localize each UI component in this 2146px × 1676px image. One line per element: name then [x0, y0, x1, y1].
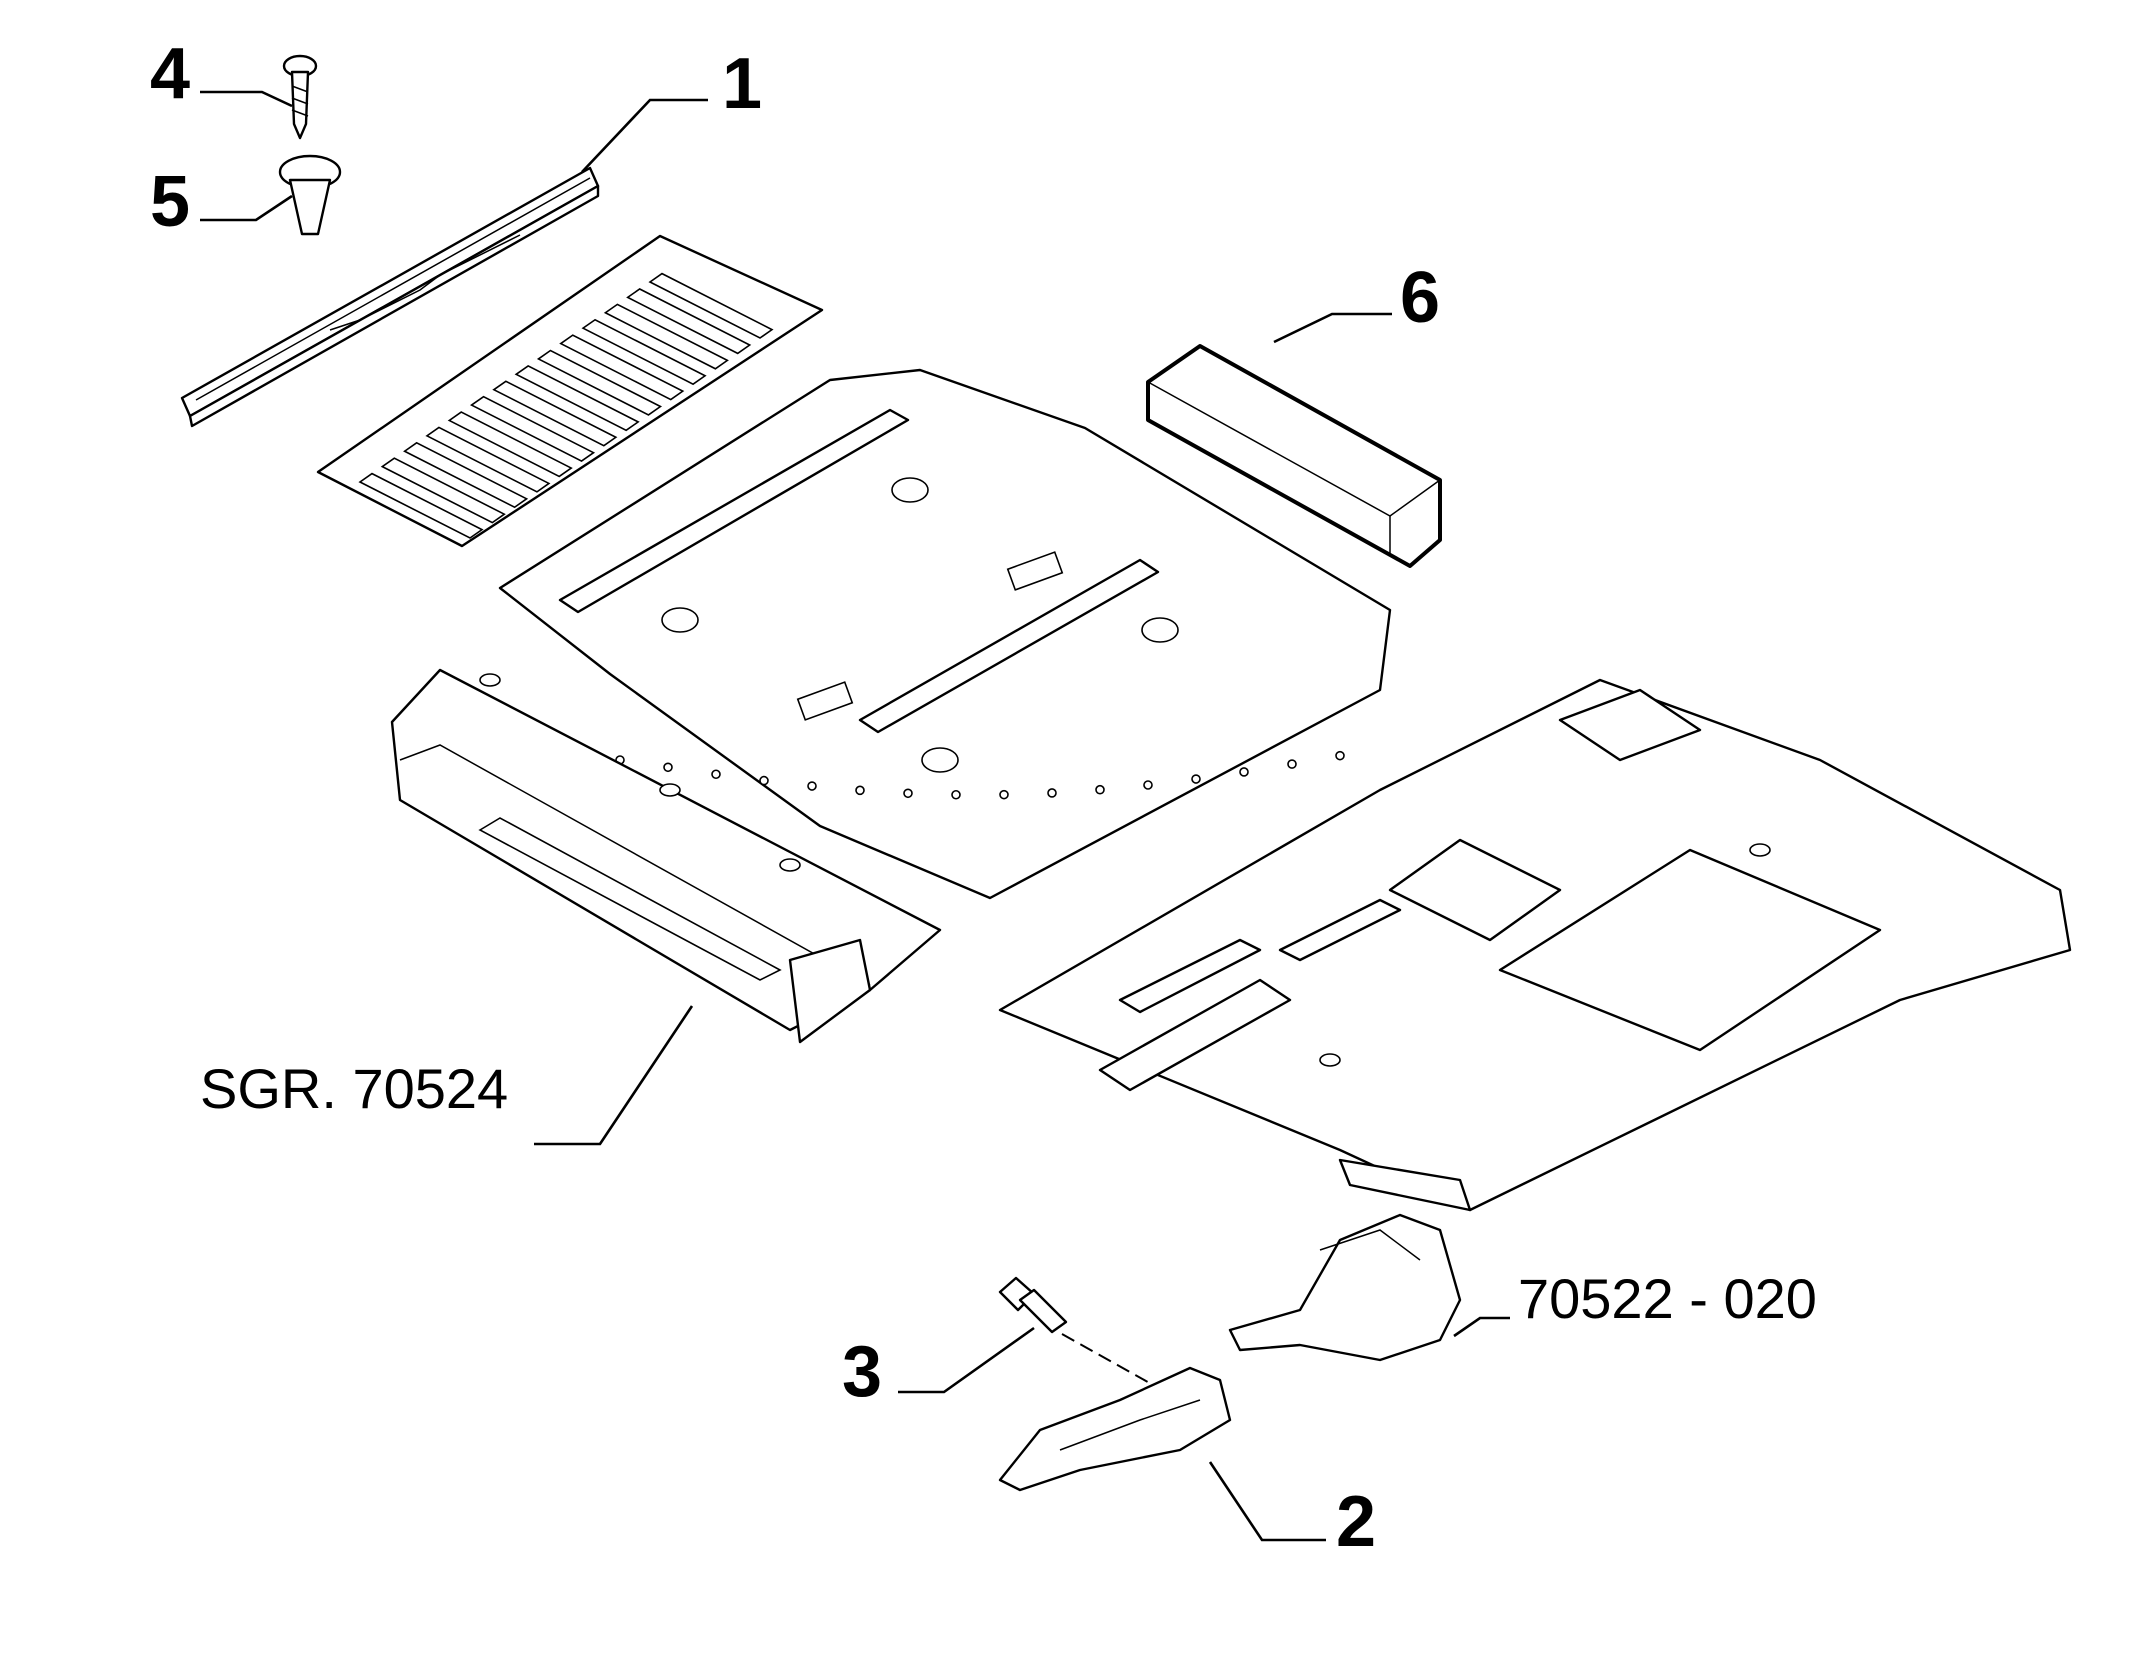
leader-part-4 [200, 90, 293, 108]
fastening-dot [1143, 780, 1153, 790]
leader-part-3 [898, 1326, 1035, 1394]
panel-rib [380, 457, 506, 524]
part-number-1: 1 [722, 44, 762, 124]
panel-rib [536, 349, 663, 416]
leader-part-2 [1208, 1461, 1326, 1542]
trim-strip-part [180, 166, 600, 428]
part-number-4: 4 [150, 34, 190, 114]
lower-box-section [390, 668, 942, 1044]
panel-rib [581, 318, 707, 386]
leader-ref-group [534, 1005, 694, 1146]
fastening-dot [1287, 759, 1297, 769]
reference-catalog-label: 70522 - 020 [1518, 1267, 1817, 1330]
fastening-dot [999, 789, 1009, 800]
leader-part-5 [200, 194, 293, 222]
panel-rib [492, 380, 618, 447]
push-clip-part [278, 154, 342, 236]
foam-block-part [1146, 344, 1442, 568]
panel-rib [559, 334, 685, 401]
panel-rib [603, 303, 729, 370]
leader-part-6 [1273, 312, 1392, 344]
panel-rib [626, 288, 752, 355]
fastening-dot [1335, 750, 1345, 761]
screw-part [282, 54, 318, 140]
fastening-dot [903, 788, 913, 799]
panel-rib [447, 411, 573, 478]
bolt-part [998, 1276, 1068, 1334]
fastening-dot [1047, 788, 1057, 798]
leader-part-1 [581, 98, 708, 173]
fastening-dot [711, 769, 721, 780]
floor-insulation-panel [498, 368, 1392, 900]
panel-rib [403, 441, 529, 509]
ribbed-floor-panel [316, 234, 824, 548]
floor-mat-panel [998, 678, 2072, 1212]
leader-ref-catalog [1453, 1316, 1510, 1338]
fastening-dot [1191, 774, 1201, 784]
fastening-dot [1239, 767, 1249, 777]
fastening-dot [807, 781, 817, 791]
part-number-6: 6 [1400, 258, 1440, 338]
panel-rib [514, 364, 640, 432]
reference-group-label: SGR. 70524 [200, 1057, 508, 1120]
fastening-dot [951, 789, 961, 800]
panel-rib [425, 426, 551, 493]
fastening-dot [663, 762, 673, 773]
part-number-5: 5 [150, 162, 190, 242]
cover-piece [1228, 1213, 1462, 1362]
fastening-dot [1095, 784, 1105, 795]
bracket-part [998, 1366, 1232, 1492]
panel-rib [469, 395, 596, 463]
panel-rib [358, 472, 484, 539]
fastening-dot [759, 775, 769, 786]
part-number-3: 3 [842, 1332, 882, 1412]
fastening-dot [855, 785, 865, 796]
panel-rib [648, 272, 774, 339]
part-number-2: 2 [1336, 1482, 1376, 1562]
